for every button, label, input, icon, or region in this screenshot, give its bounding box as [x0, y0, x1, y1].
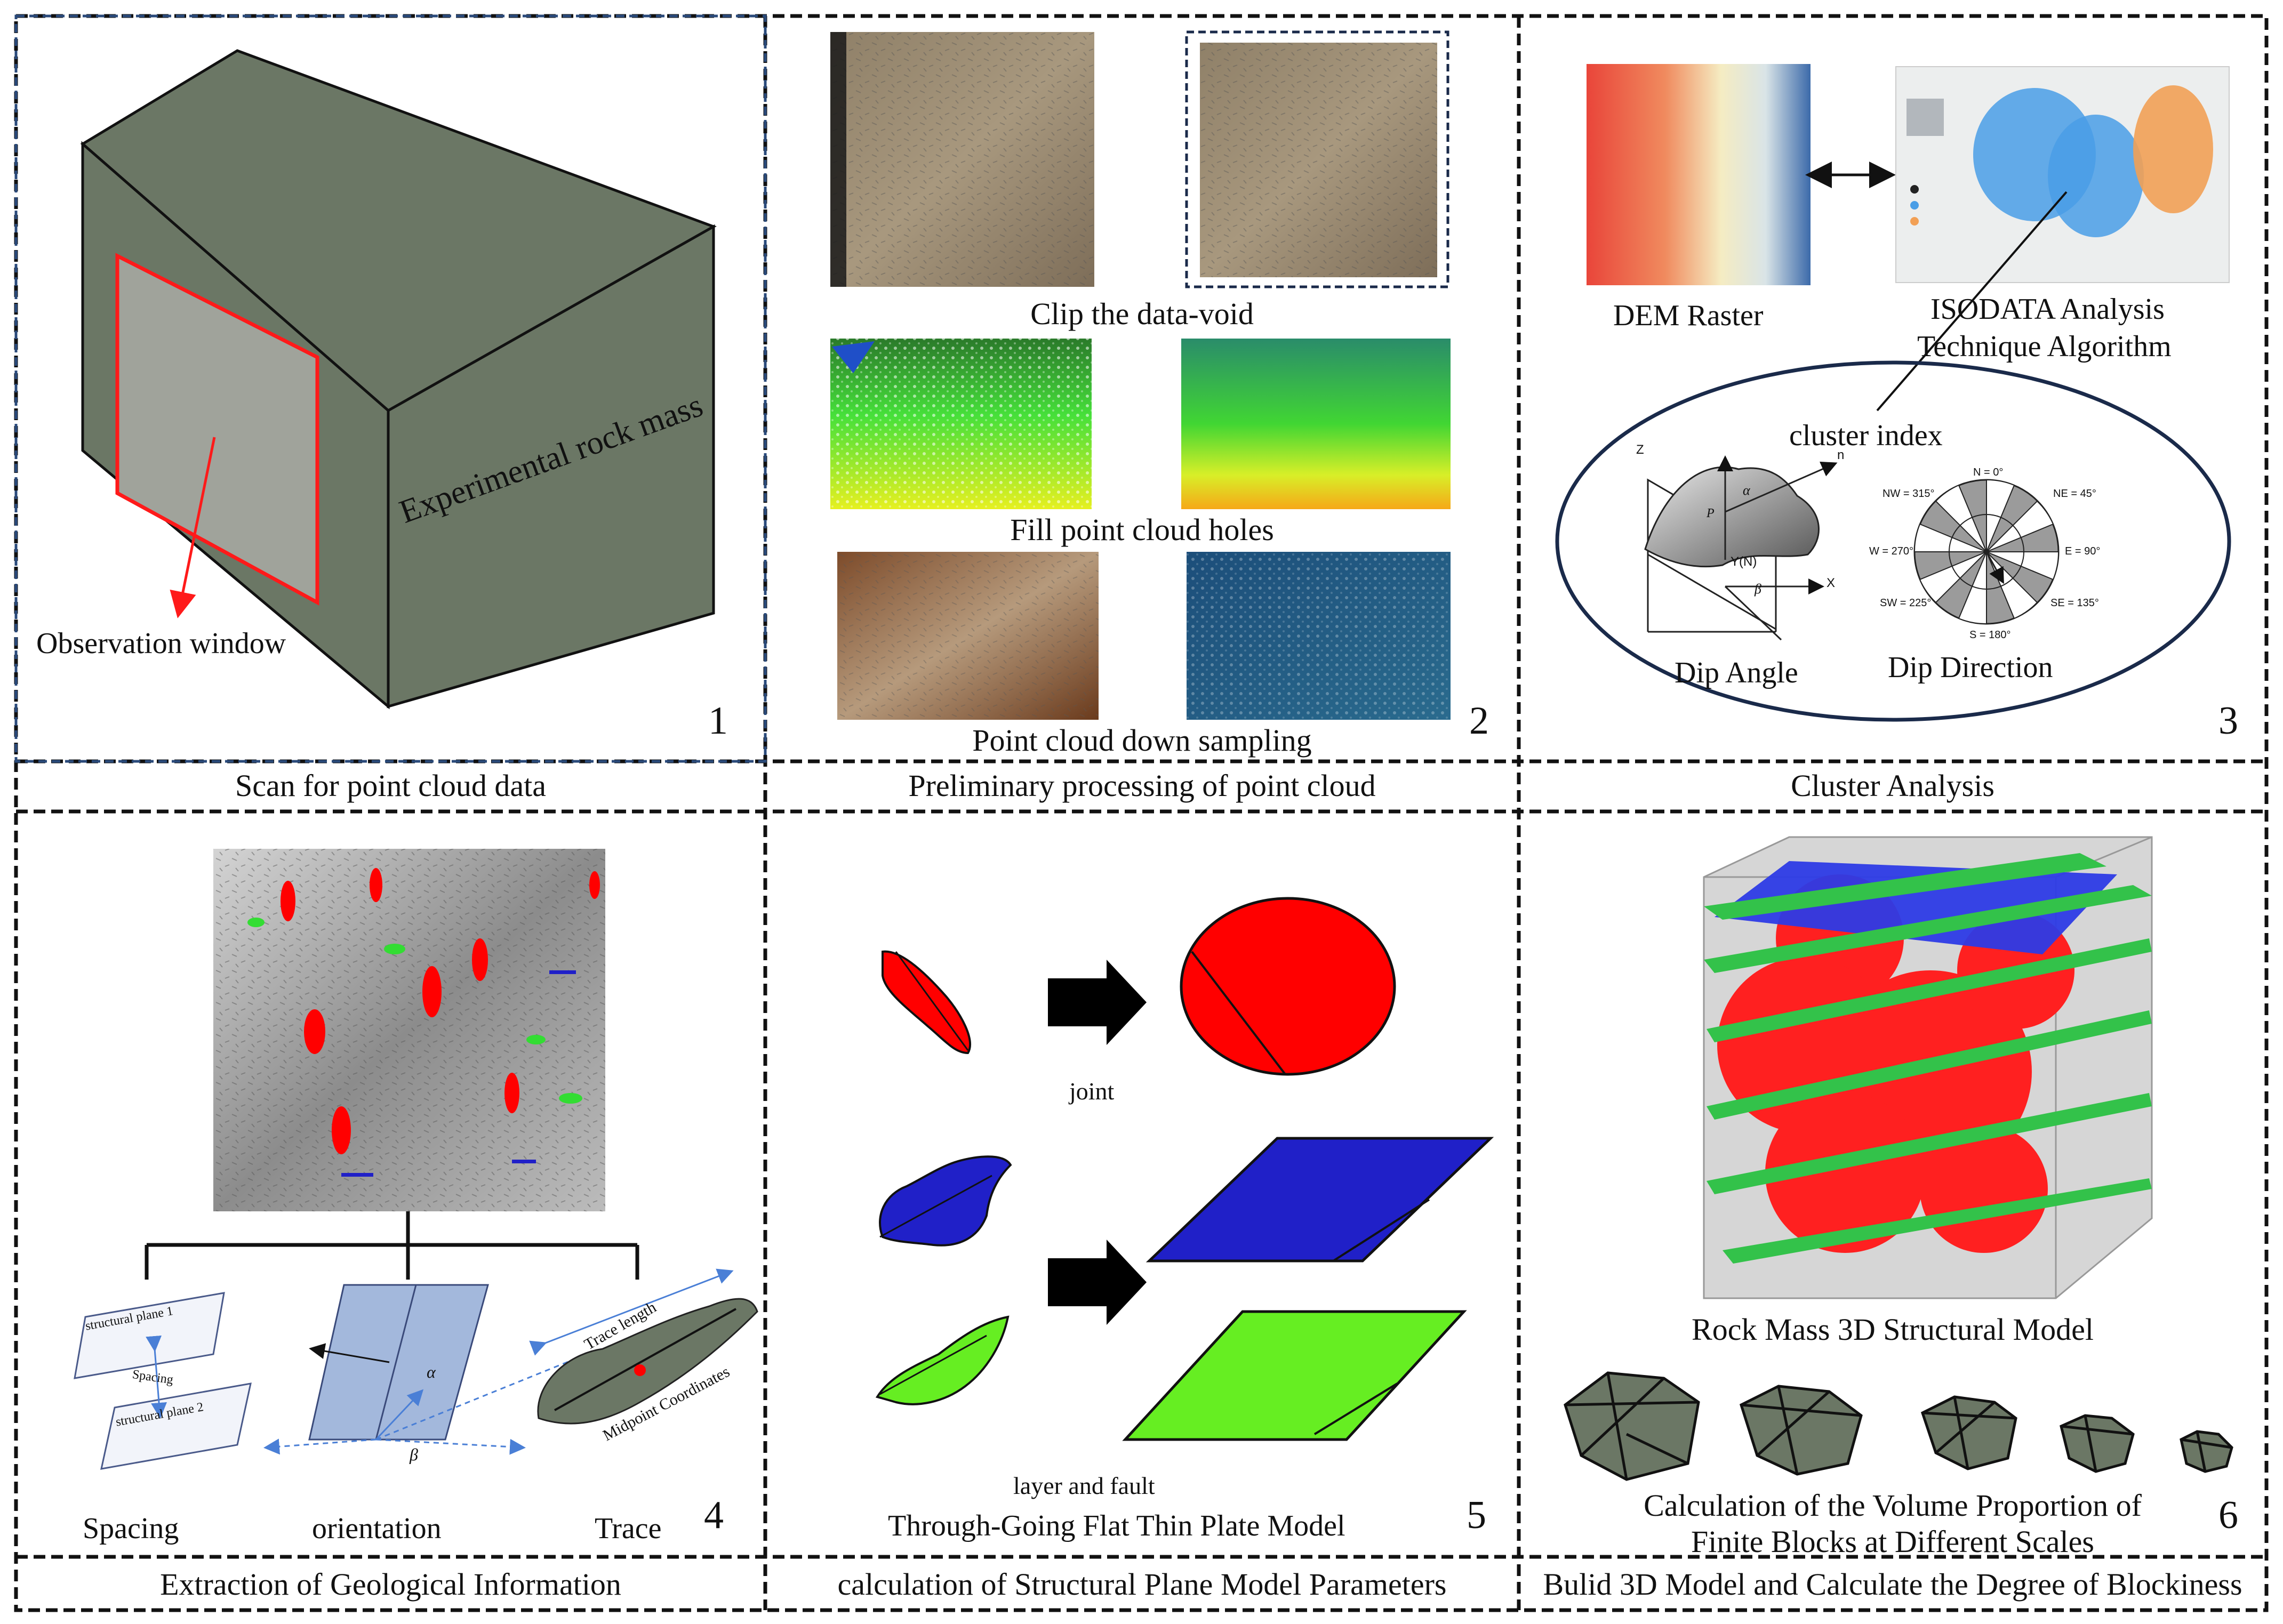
rose-se-label: SE = 135°: [2050, 597, 2099, 609]
axis-n-label: n: [1837, 448, 1845, 462]
panel3-graphics: [1555, 64, 2231, 722]
dip-direction-label: Dip Direction: [1888, 651, 2053, 684]
dem-raster-image: [1587, 64, 1811, 285]
panel5-graphics: [875, 897, 1494, 1441]
trace-label: Trace: [595, 1512, 662, 1545]
orientation-label: orientation: [312, 1512, 442, 1545]
panel3-number: 3: [2218, 699, 2238, 743]
rose-nw-label: NW = 315°: [1883, 488, 1935, 500]
panel3-caption: Cluster Analysis: [1791, 768, 1994, 803]
rose-n-label: N = 0°: [1973, 467, 2004, 478]
panel2-number: 2: [1469, 699, 1489, 743]
rose-sw-label: SW = 225°: [1880, 597, 1932, 609]
panel5-caption: calculation of Structural Plane Model Pa…: [837, 1567, 1447, 1602]
joint-arrow: [1048, 960, 1147, 1045]
panel1-caption: Scan for point cloud data: [235, 768, 547, 803]
joint-label: joint: [1069, 1078, 1115, 1105]
spacing-label: Spacing: [83, 1512, 179, 1545]
step-fill-label: Fill point cloud holes: [1010, 512, 1274, 547]
joint-shape: [882, 950, 971, 1055]
rose-ne-label: NE = 45°: [2053, 488, 2096, 500]
dip-direction-rose: [1913, 479, 2060, 625]
isodata-clusters: [1906, 85, 2213, 237]
panel6-number: 6: [2218, 1493, 2238, 1537]
rose-w-label: W = 270°: [1869, 545, 1914, 557]
box-right-face: [387, 224, 715, 709]
observation-window-label: Observation window: [36, 627, 286, 660]
panel2-caption: Preliminary processing of point cloud: [908, 768, 1376, 803]
spacing-arrow: [146, 1335, 167, 1419]
step-clip-label: Clip the data-void: [1030, 296, 1254, 331]
isodata-label-1: ISODATA Analysis: [1930, 293, 2165, 326]
panel4-number: 4: [704, 1493, 724, 1537]
axis-yn-label: Y(N): [1731, 554, 1757, 569]
model-faults: [1704, 853, 2152, 1264]
isodata-connector: [1876, 191, 2068, 412]
layer-fault-label: layer and fault: [1013, 1472, 1155, 1499]
dip-plane-shape: [1644, 466, 1820, 568]
volume-label-1: Calculation of the Volume Proportion of: [1644, 1488, 2142, 1523]
window-arrow: [170, 437, 216, 618]
panel1-rock-box: [80, 49, 717, 710]
orientation-beta: β: [410, 1445, 418, 1464]
holes-after-image: [1181, 339, 1451, 509]
trace-midpoint: [634, 1364, 646, 1376]
panel5-number: 5: [1467, 1493, 1486, 1537]
dip-angle-label: Dip Angle: [1675, 656, 1798, 689]
axis-p-label: P: [1707, 507, 1715, 520]
panel6-caption: Bulid 3D Model and Calculate the Degree …: [1543, 1567, 2242, 1602]
dip-angle-diagram: [1644, 455, 1838, 641]
rose-s-label: S = 180°: [1969, 629, 2011, 641]
structural-plane-2: [100, 1382, 252, 1470]
axis-alpha-label: α: [1743, 483, 1750, 498]
structural-plane-1: [74, 1292, 225, 1379]
step-downsample-label: Point cloud down sampling: [972, 723, 1312, 758]
extraction-bracket: [145, 1211, 639, 1280]
layer-plate: [1145, 1137, 1494, 1263]
plate-model-label: Through-Going Flat Thin Plate Model: [888, 1509, 1345, 1542]
panel2-images: [830, 30, 1451, 720]
panel4-caption: Extraction of Geological Information: [160, 1567, 621, 1602]
axis-z-label: Z: [1636, 443, 1644, 457]
model-layer: [1715, 861, 2117, 954]
orientation-plane: [308, 1284, 489, 1441]
rose-e-label: E = 90°: [2065, 545, 2101, 557]
model-3d-label: Rock Mass 3D Structural Model: [1692, 1312, 2094, 1347]
panel1-number: 1: [708, 699, 728, 743]
cluster-index-label: cluster index: [1789, 419, 1943, 452]
axis-beta-label: β: [1755, 581, 1761, 597]
cluster-index-ellipse: [1555, 360, 2231, 722]
observation-window: [115, 253, 319, 606]
extracted-planes: [247, 868, 600, 1177]
fault-plate: [1122, 1310, 1467, 1441]
clip-selection-frame: [1185, 30, 1449, 288]
joint-disc: [1180, 897, 1396, 1076]
volume-label-2: Finite Blocks at Different Scales: [1691, 1524, 2094, 1559]
panel4-graphics: [74, 849, 758, 1470]
axis-x-label: X: [1827, 576, 1836, 590]
layer-fault-arrow: [1048, 1240, 1147, 1325]
panel6-graphics: [1564, 836, 2233, 1481]
dem-raster-label: DEM Raster: [1613, 299, 1764, 332]
scale-blocks: [1564, 1371, 2233, 1481]
orientation-alpha: α: [427, 1362, 436, 1381]
trace-length-arrow: [529, 1268, 734, 1356]
isodata-label-2: Technique Algorithm: [1917, 330, 2172, 363]
panel1-border: [14, 14, 767, 763]
